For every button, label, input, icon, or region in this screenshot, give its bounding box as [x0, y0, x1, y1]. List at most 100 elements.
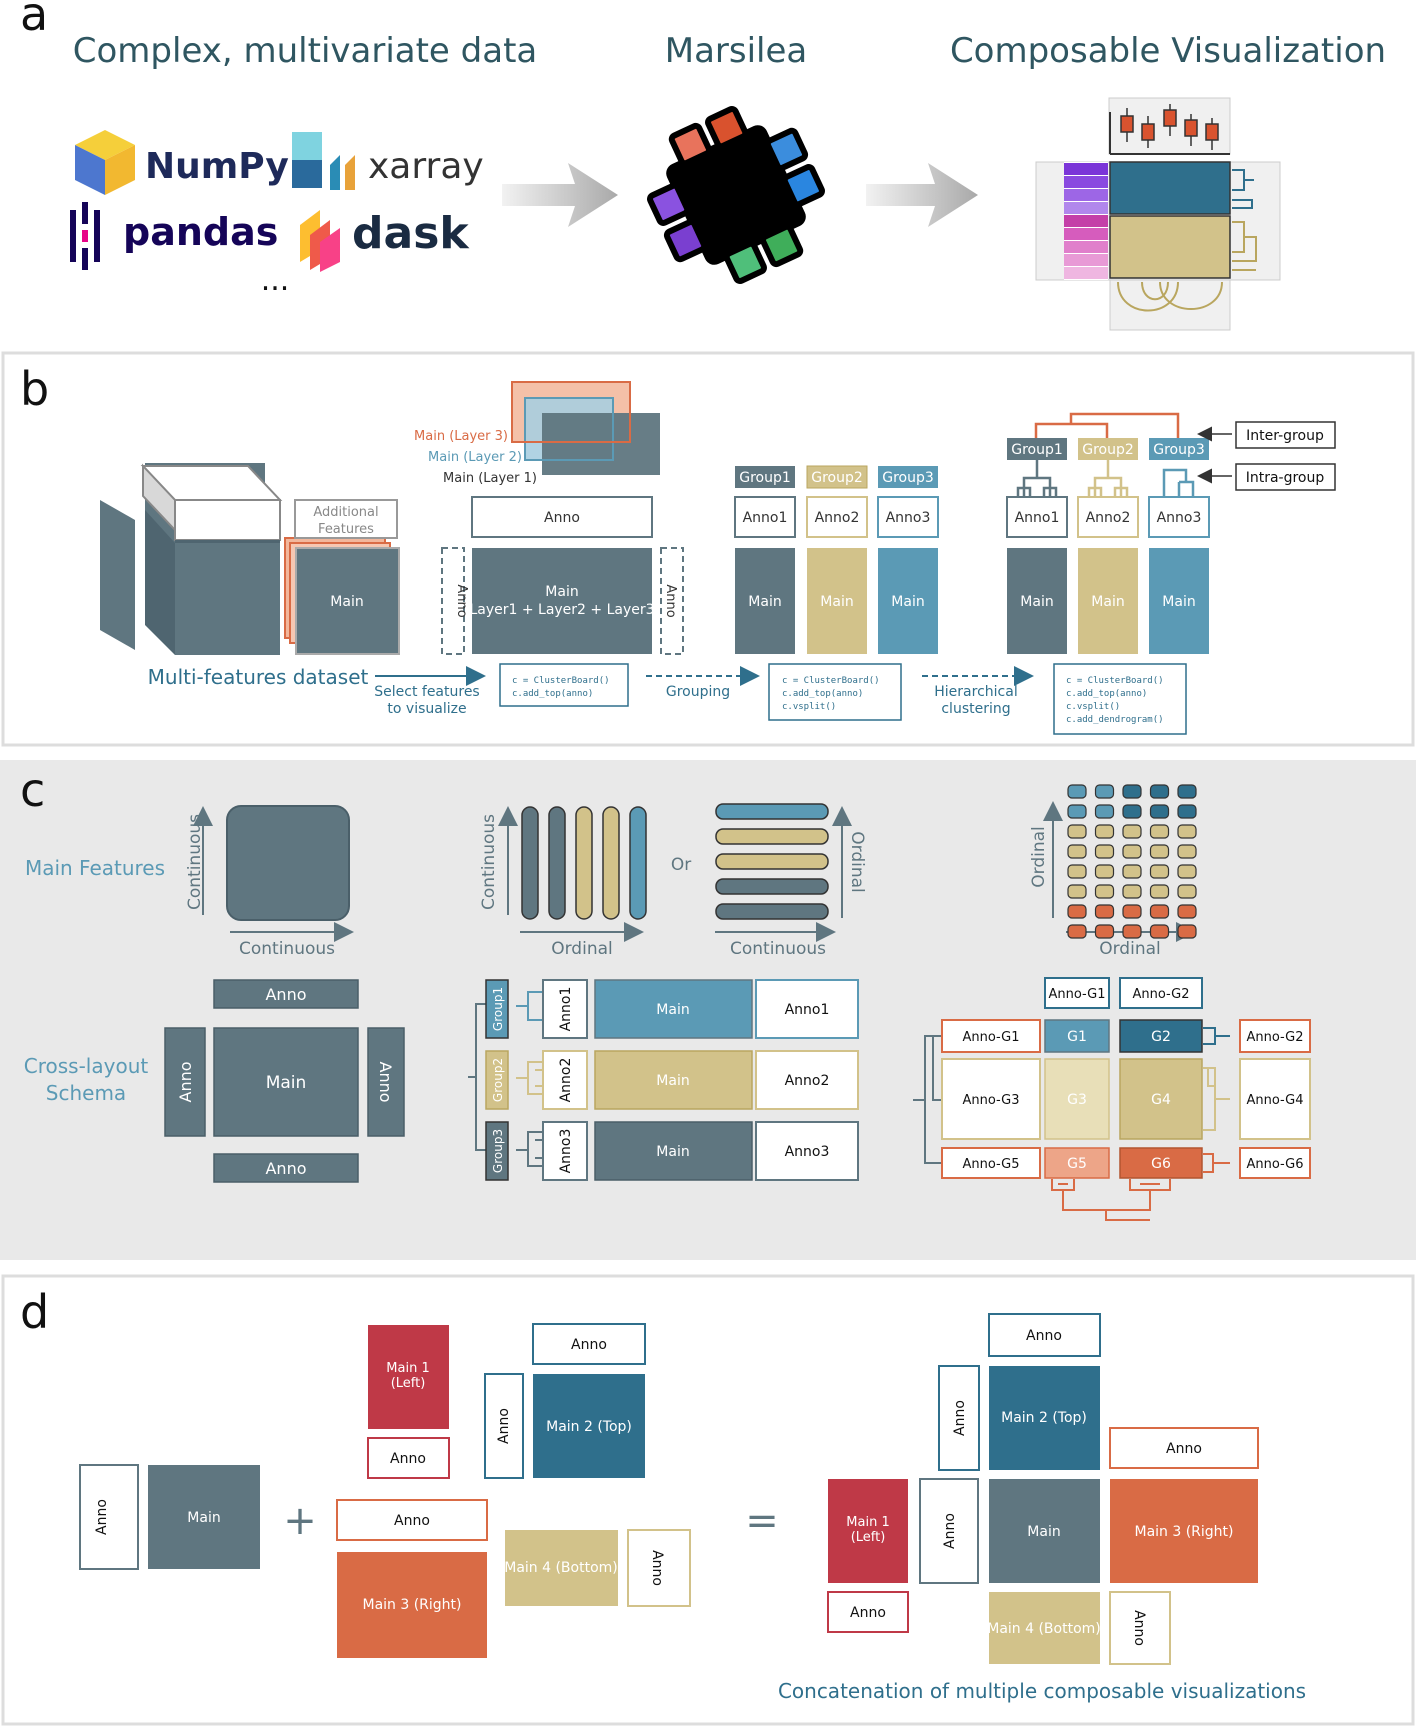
xarray-text: xarray	[368, 146, 484, 187]
d-plus: +	[283, 1498, 317, 1544]
title-composable: Composable Visualization	[950, 31, 1386, 71]
bc-group3: Group3	[1153, 442, 1205, 458]
d-caption: Concatenation of multiple composable vis…	[778, 1679, 1306, 1703]
cg-anno2-left: Anno2	[558, 1058, 574, 1103]
d-anno-main1: Anno	[390, 1451, 426, 1467]
ordinal-grid-cell	[1177, 784, 1197, 799]
cg-main3: Main	[656, 1144, 689, 1160]
cgg-anno-g4-right: Anno-G4	[1246, 1093, 1303, 1108]
cross-layout-g-grid: Anno-G1 Anno-G2 Anno-G1 Anno-G3 Anno-G5 …	[913, 977, 1311, 1221]
cgg-anno-g1-left: Anno-G1	[962, 1030, 1019, 1045]
d-anno-main3: Anno	[394, 1513, 430, 1529]
b-anno-right-label: Anno	[663, 584, 678, 617]
r-anno-main1: Anno	[850, 1605, 886, 1621]
cg-group1: Group1	[491, 987, 505, 1031]
cgg-g4: G4	[1151, 1092, 1171, 1108]
cont-cont-feature: Continuous Continuous	[185, 805, 354, 959]
dask-logo: dask	[300, 208, 470, 272]
cube-main-label: Main	[330, 594, 363, 610]
b-main-combined-l1: Main	[545, 584, 578, 600]
d-anno-initial: Anno	[94, 1499, 110, 1535]
b-anno-top-box	[471, 496, 653, 538]
clustering-section: Group1 Group2 Group3 Anno1 Anno2 Anno3 M…	[1006, 412, 1336, 654]
panel-d: d Anno Main + Main 1 (Left) Anno Anno An…	[1, 1274, 1415, 1726]
d-anno-main2-top: Anno	[571, 1337, 607, 1353]
ordinal-grid-cell	[1177, 824, 1197, 839]
ordinal-grid-cell	[1094, 864, 1115, 879]
code-box-1-lines: c = ClusterBoard() c.add_top(anno)	[512, 676, 610, 699]
cgg-anno-g5-left: Anno-G5	[962, 1157, 1019, 1172]
ordinal-grid-cell	[1149, 904, 1170, 919]
inter-group-label: Inter-group	[1246, 428, 1324, 444]
b-anno3: Anno3	[886, 510, 931, 526]
hier-clustering-l1: Hierarchical	[934, 684, 1017, 700]
additional-features-line1: Additional	[313, 505, 378, 520]
cgg-anno-g2-right: Anno-G2	[1246, 1030, 1303, 1045]
cl-anno-bottom: Anno	[265, 1159, 306, 1178]
cgg-anno-g3-left: Anno-G3	[962, 1093, 1019, 1108]
d-main2: Main 2 (Top)	[546, 1419, 632, 1435]
ordinal-grid-cell	[1149, 884, 1170, 899]
layer2-label: Main (Layer 2)	[428, 450, 522, 465]
ordinal-grid-cell	[1177, 804, 1197, 819]
ordinal-grid	[1067, 784, 1197, 939]
b-anno-left-label: Anno	[454, 584, 469, 617]
additional-features-line2: Features	[318, 522, 374, 537]
panel-b: b Main Additional Features	[1, 351, 1415, 747]
panel-c-letter: c	[20, 763, 45, 817]
d-main1-l2: (Left)	[391, 1376, 426, 1391]
b-main-g1: Main	[748, 594, 781, 610]
bc-anno1: Anno1	[1015, 510, 1060, 526]
cg-group3: Group3	[491, 1129, 505, 1173]
code-box-3	[1053, 663, 1187, 735]
oc-y-label: Ordinal	[847, 831, 867, 893]
ordinal-grid-cell	[1094, 924, 1115, 939]
numpy-logo: NumPy	[75, 130, 289, 195]
cgg-anno-g1-top: Anno-G1	[1048, 987, 1105, 1002]
bc-anno2: Anno2	[1086, 510, 1131, 526]
co-x-label: Ordinal	[551, 939, 613, 959]
cgg-g2: G2	[1151, 1029, 1171, 1045]
r-anno-main3: Anno	[1166, 1441, 1202, 1457]
r-main3: Main 3 (Right)	[1134, 1524, 1233, 1540]
grouping-section: Group1 Group2 Group3 Anno1 Anno2 Anno3 M…	[734, 465, 939, 654]
ord-ord-feature: Ordinal Ordinal	[1029, 784, 1197, 959]
b-anno-top-label: Anno	[544, 510, 580, 526]
b-group1: Group1	[739, 470, 791, 486]
bc-anno3: Anno3	[1157, 510, 1202, 526]
cl-anno-right: Anno	[376, 1061, 395, 1102]
ordinal-grid-cell	[1177, 864, 1197, 879]
cc-y-label: Continuous	[185, 814, 205, 910]
bc-group1: Group1	[1011, 442, 1063, 458]
code3-line1: c.add_top(anno)	[1066, 689, 1147, 699]
cg-anno2-right: Anno2	[785, 1073, 830, 1089]
cg-anno1-right: Anno1	[785, 1002, 830, 1018]
bc-main-3: Main	[1162, 594, 1195, 610]
title-complex-data: Complex, multivariate data	[73, 31, 538, 71]
grouping-label: Grouping	[666, 684, 730, 700]
cg-anno1-left: Anno1	[558, 987, 574, 1032]
cl-anno-left: Anno	[176, 1061, 195, 1102]
code2-line2: c.vsplit()	[782, 702, 836, 712]
ordinal-grid-cell	[1149, 924, 1170, 939]
oc-x-label: Continuous	[730, 939, 826, 959]
ordinal-grid-cell	[1177, 924, 1197, 939]
panel-c: c Main Features Cross-layout Schema Cont…	[0, 760, 1416, 1260]
code-box-2	[768, 663, 902, 721]
pandas-logo: pandas	[70, 202, 278, 270]
ordinal-grid-cell	[1067, 844, 1087, 859]
d-main4: Main 4 (Bottom)	[504, 1560, 618, 1576]
b-main-combined-box	[472, 548, 652, 654]
ordinal-grid-cell	[1177, 884, 1197, 899]
code3-line3: c.add_dendrogram()	[1066, 715, 1164, 725]
cross-layout-grouped: Group1 Group2 Group3 Anno1 Anno2 Anno3 M…	[468, 979, 859, 1181]
marsilea-logo	[647, 106, 825, 284]
b-group2: Group2	[811, 470, 863, 486]
cgg-anno-g6-right: Anno-G6	[1246, 1157, 1303, 1172]
panel-a-letter: a	[20, 0, 48, 41]
cross-layout-l1: Cross-layout	[24, 1054, 149, 1078]
r-anno-main2-left: Anno	[952, 1400, 968, 1436]
dataset-cube	[100, 463, 283, 655]
co-y-label: Continuous	[479, 814, 499, 910]
ord-cont-feature: Ordinal Continuous	[715, 803, 867, 959]
